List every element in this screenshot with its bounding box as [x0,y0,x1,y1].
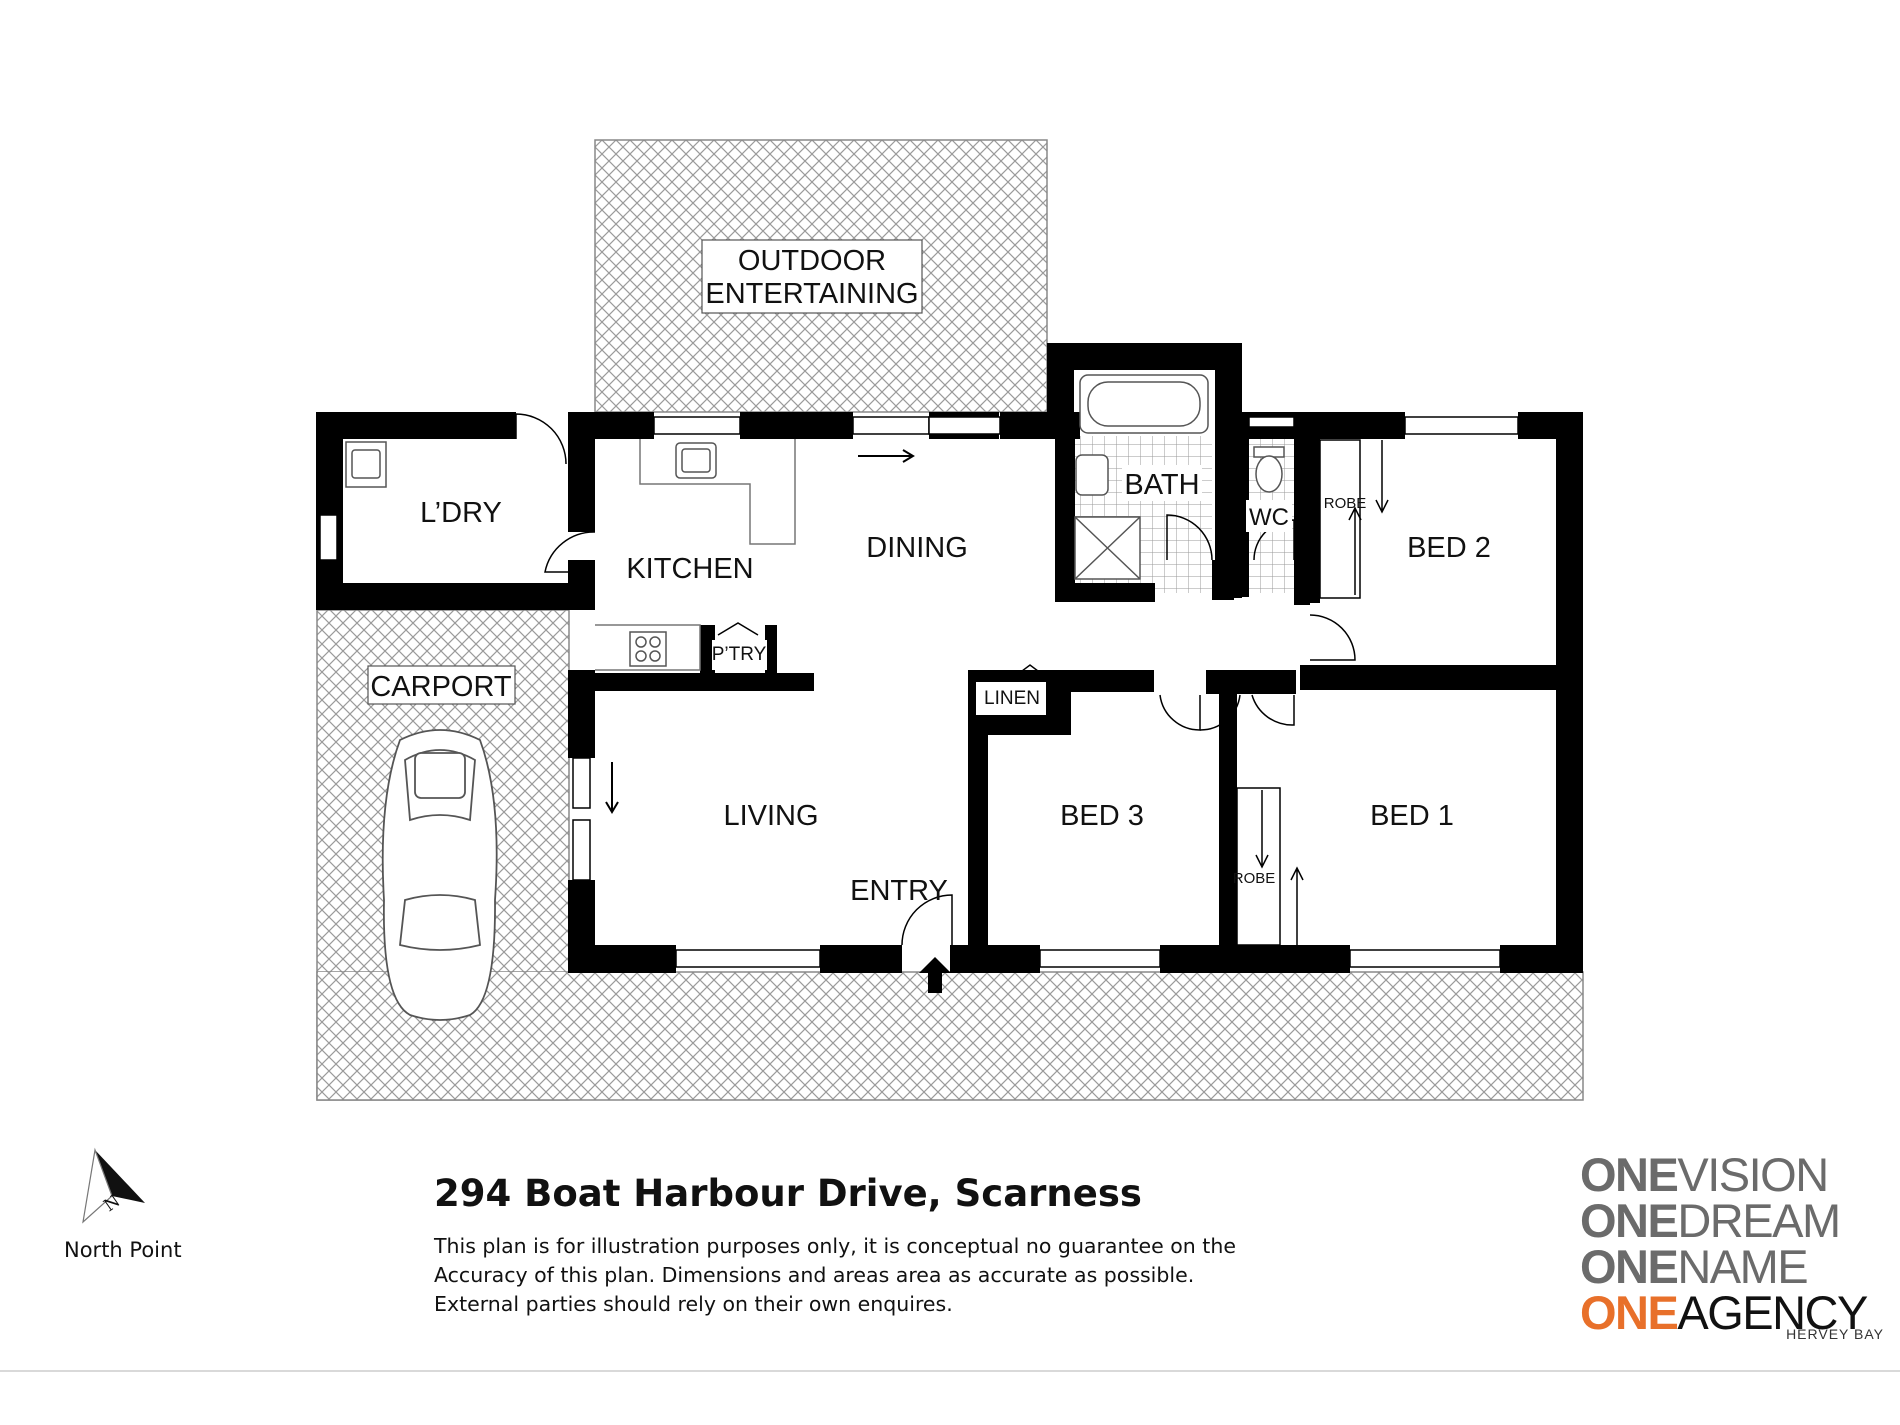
north-arrow-icon: N [82,1147,145,1224]
disclaimer: This plan is for illustration purposes o… [434,1232,1334,1319]
linen-label: LINEN [984,688,1040,709]
disclaimer-line: This plan is for illustration purposes o… [434,1234,1236,1258]
footer-divider [0,1370,1900,1372]
brand-location: HERVEY BAY [1786,1326,1884,1342]
bath-label-box [1122,465,1202,501]
linen-label-box [976,682,1046,715]
pantry-label-box [712,640,767,670]
toilet-icon [1253,446,1285,493]
brand-line-agency: ONEAGENCY [1580,1286,1868,1339]
windows [319,416,1519,968]
carport-label-box [367,665,516,705]
laundry-tub-icon [345,441,387,488]
bath-label: BATH [1124,469,1199,501]
car-icon [381,729,498,1021]
outdoor-label-line1: OUTDOOR [738,245,886,277]
dining-label: DINING [866,532,968,564]
stove-icon [629,631,667,667]
sliding-door-arrow-icon [605,449,915,814]
bed1-label: BED 1 [1370,800,1454,832]
basin-icon [1075,454,1109,496]
robe-bed2 [1319,439,1389,599]
walls [316,343,1583,973]
brand-logo: ONEVISION ONEDREAM ONENAME ONEAGENCY [1580,1148,1880,1339]
property-address: 294 Boat Harbour Drive, Scarness [434,1172,1142,1215]
brand-line-dream: ONEDREAM [1580,1194,1841,1247]
outdoor-label-line2: ENTERTAINING [705,278,918,310]
bed3-label: BED 3 [1060,800,1144,832]
front-paving-area [316,971,1584,1101]
sink-icon [675,442,717,479]
living-label: LIVING [723,800,818,832]
entry-label: ENTRY [850,875,948,907]
wc-label: WC [1249,504,1289,531]
kitchen-benches [595,439,796,671]
pantry-label: P’TRY [712,644,767,665]
brand-line-name: ONENAME [1580,1240,1809,1293]
disclaimer-line: Accuracy of this plan. Dimensions and ar… [434,1263,1195,1287]
kitchen-label: KITCHEN [626,553,753,585]
shower-icon [1074,516,1141,580]
north-point-label: North Point [64,1238,182,1262]
carport-label: CARPORT [370,671,512,703]
laundry-label: L’DRY [420,497,502,529]
entry-arrow-icon [919,957,951,993]
bed2-label: BED 2 [1407,532,1491,564]
bathtub-icon [1079,374,1209,434]
disclaimer-line: External parties should rely on their ow… [434,1292,953,1316]
robe-bed1 [1236,787,1304,946]
robe-bed2-label: ROBE [1324,495,1367,512]
wc-label-box [1246,500,1292,532]
robe-bed1-label: ROBE [1233,870,1276,887]
outdoor-label-box [701,239,923,314]
brand-line-vision: ONEVISION [1580,1148,1829,1201]
